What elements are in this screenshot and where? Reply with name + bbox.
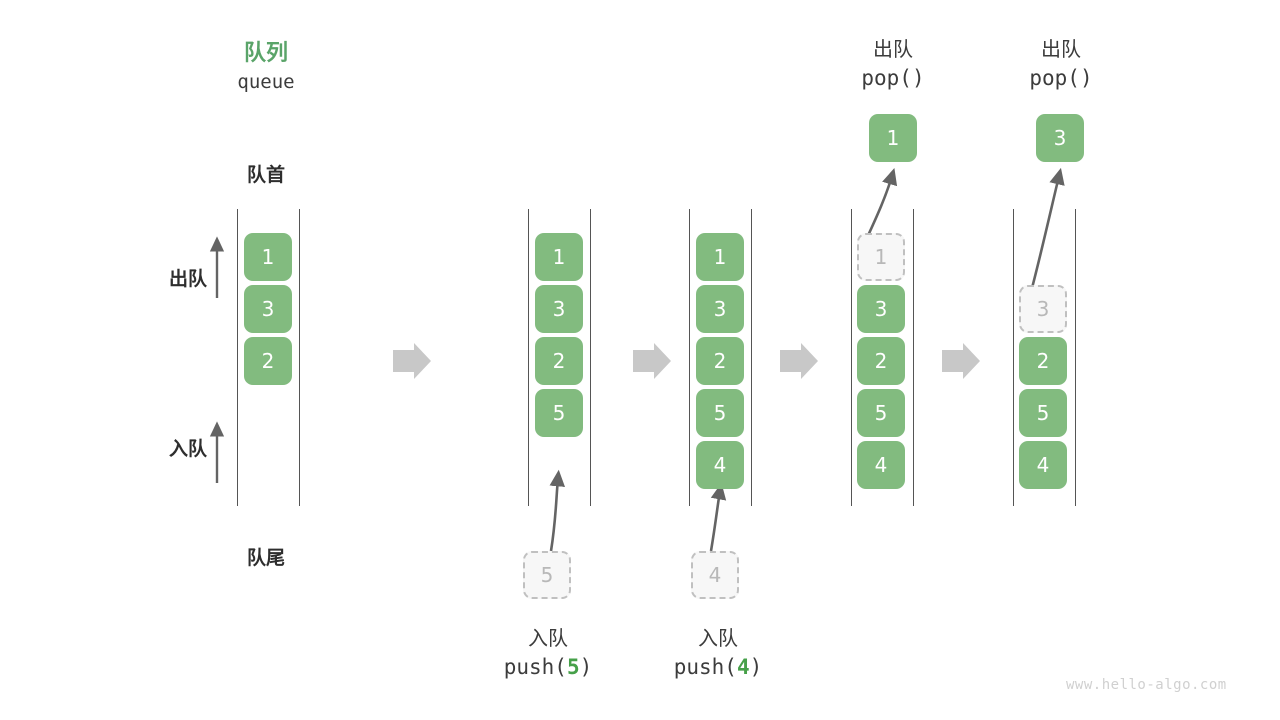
dequeue-direction-label: 出队 (168, 268, 207, 290)
queue-cell: 1 (696, 233, 744, 281)
queue-rail-right (590, 209, 591, 506)
queue-cell: 4 (1019, 441, 1067, 489)
operation-code-prefix: pop( (1029, 66, 1080, 90)
queue-cell: 1 (535, 233, 583, 281)
queue-rail-right (913, 209, 914, 506)
queue-cell: 3 (696, 285, 744, 333)
queue-rail-left (528, 209, 529, 506)
diagram-title-en: queue (237, 71, 295, 93)
operation-code-prefix: pop( (861, 66, 912, 90)
queue-cell: 2 (1019, 337, 1067, 385)
queue-cell: 4 (696, 441, 744, 489)
queue-cell: 5 (535, 389, 583, 437)
operation-code: push(4) (633, 655, 803, 679)
queue-cell: 4 (857, 441, 905, 489)
operation-code-suffix: ) (1079, 66, 1093, 90)
operation-code-prefix: push( (503, 655, 567, 679)
operation-code-arg: 4 (736, 655, 750, 679)
pop-3-arrow (1029, 167, 1065, 293)
queue-rail-right (1075, 209, 1076, 506)
queue-rail-left (237, 209, 238, 506)
queue-cell: 5 (857, 389, 905, 437)
pending-push-cell: 4 (691, 551, 739, 599)
push-5-arrow (549, 469, 566, 552)
operation-code: push(5) (463, 655, 633, 679)
diagram-title-cn: 队列 (243, 41, 288, 66)
queue-rail-left (689, 209, 690, 506)
operation-label-cn: 出队 (1041, 37, 1081, 61)
step-separator-arrow-2 (633, 343, 671, 379)
queue-cell: 2 (857, 337, 905, 385)
enqueue-direction-label: 入队 (168, 438, 207, 460)
queue-cell: 3 (244, 285, 292, 333)
queue-rail-right (751, 209, 752, 506)
pop-1-arrow (864, 168, 898, 241)
queue-cell: 2 (696, 337, 744, 385)
queue-cell: 5 (1019, 389, 1067, 437)
operation-code-suffix: ) (579, 655, 593, 679)
operation-code-prefix: push( (673, 655, 737, 679)
operation-code: pop() (808, 66, 978, 90)
operation-label-cn: 入队 (698, 626, 738, 650)
operation-code-arg: 5 (566, 655, 580, 679)
pending-push-cell: 5 (523, 551, 571, 599)
operation-code-suffix: ) (911, 66, 925, 90)
queue-cell: 1 (244, 233, 292, 281)
operation-label-cn: 出队 (873, 37, 913, 61)
operation-code: pop() (976, 66, 1146, 90)
queue-cell: 1 (857, 233, 905, 281)
queue-rail-right (299, 209, 300, 506)
queue-head-label: 队首 (246, 164, 285, 186)
operation-code-suffix: ) (749, 655, 763, 679)
queue-cell: 3 (1019, 285, 1067, 333)
step-separator-arrow-4 (942, 343, 980, 379)
queue-tail-label: 队尾 (246, 547, 285, 569)
step-separator-arrow-3 (780, 343, 818, 379)
queue-cell: 3 (857, 285, 905, 333)
push-4-arrow (709, 482, 727, 552)
queue-rail-left (851, 209, 852, 506)
popped-cell: 1 (869, 114, 917, 162)
watermark: www.hello-algo.com (1066, 677, 1227, 693)
queue-cell: 5 (696, 389, 744, 437)
operation-label-cn: 入队 (528, 626, 568, 650)
popped-cell: 3 (1036, 114, 1084, 162)
queue-cell: 2 (535, 337, 583, 385)
queue-cell: 2 (244, 337, 292, 385)
queue-cell: 3 (535, 285, 583, 333)
step-separator-arrow-1 (393, 343, 431, 379)
queue-rail-left (1013, 209, 1014, 506)
